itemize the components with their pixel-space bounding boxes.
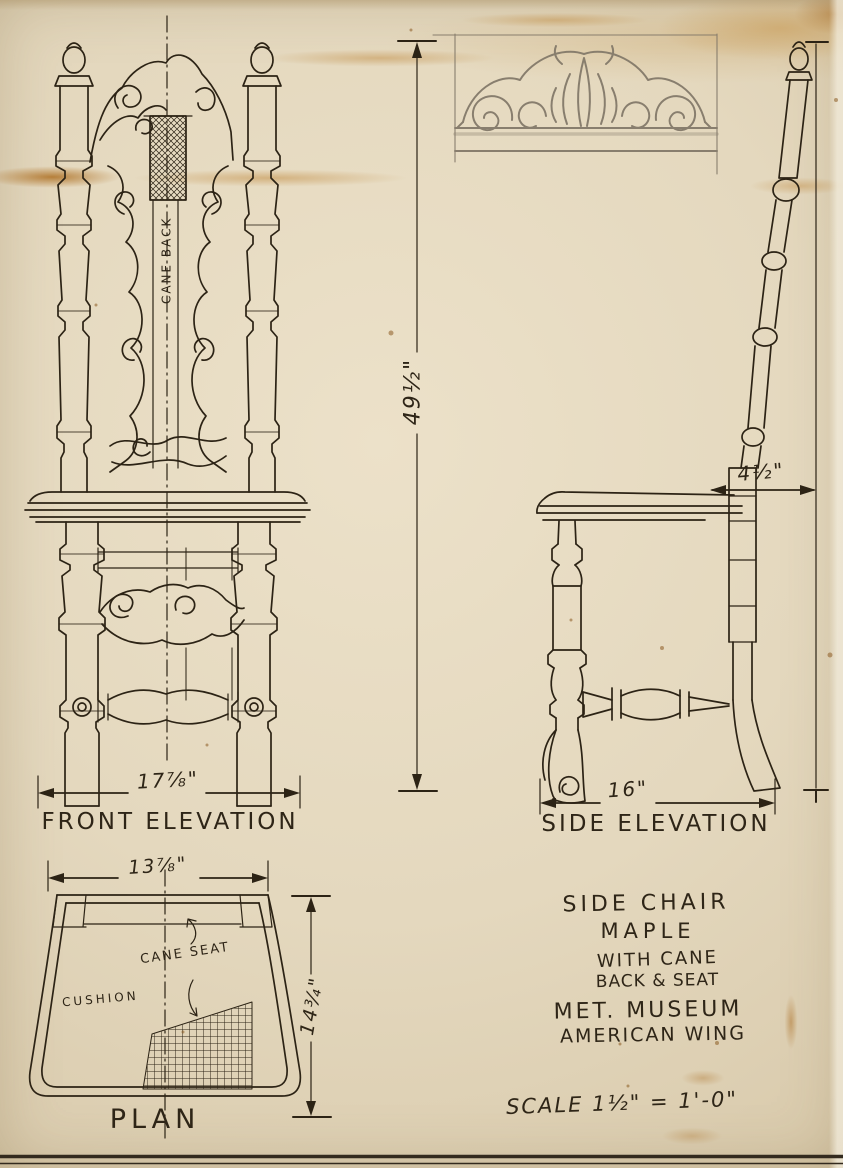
title-line-2: MAPLE	[600, 919, 696, 943]
title-line-5: MET. MUSEUM	[553, 996, 743, 1025]
paper-right-edge	[829, 0, 843, 1168]
plan-title: PLAN	[109, 1104, 201, 1135]
cane-seat-hatch	[142, 1001, 253, 1090]
side-elevation-title: SIDE ELEVATION	[541, 811, 771, 837]
title-line-6: AMERICAN WING	[559, 1022, 747, 1048]
seat-offset-dimension	[710, 41, 829, 803]
height-dimension-label: 49½"	[400, 357, 426, 427]
title-line-1: SIDE CHAIR	[562, 889, 730, 918]
title-line-4: BACK & SEAT	[595, 969, 720, 993]
front-elevation-drawing	[24, 15, 311, 807]
cane-back-hatch	[149, 115, 187, 201]
front-elevation-title: FRONT ELEVATION	[41, 809, 299, 835]
height-dim-text: 49½"	[400, 357, 426, 426]
crest-rail-detail-drawing	[432, 33, 719, 175]
side-elevation-drawing	[536, 41, 813, 804]
foxing-spots	[94, 28, 838, 1088]
front-width-dimension	[37, 775, 301, 809]
sheet-border	[0, 1154, 843, 1165]
cane-back-annotation: CANE BACK	[159, 216, 174, 305]
side-depth-dimension-label: 16"	[606, 775, 650, 803]
height-dimension	[397, 40, 438, 792]
side-depth-dimension	[539, 778, 776, 815]
plan-drawing	[28, 860, 332, 1139]
